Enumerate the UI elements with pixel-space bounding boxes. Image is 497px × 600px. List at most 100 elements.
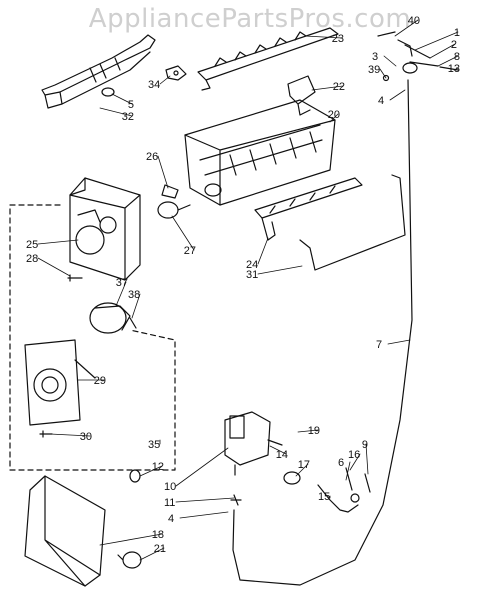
assembly-boundary-dashed <box>9 204 176 471</box>
callout-leader-17 <box>295 463 309 477</box>
part-mold-heater <box>287 75 316 116</box>
callout-leader-20 <box>329 113 339 123</box>
callout-leader-18 <box>99 533 163 546</box>
callout-label-27: 27 <box>184 245 196 257</box>
part-shutoff-arm <box>299 174 406 271</box>
callout-leader-27 <box>171 215 195 251</box>
callout-leader-38 <box>131 293 141 319</box>
callout-label-20: 20 <box>328 109 340 121</box>
callout-label-38: 38 <box>128 289 140 301</box>
callout-label-39: 39 <box>368 64 380 76</box>
part-knob <box>117 551 142 569</box>
callout-leader-8 <box>437 55 459 67</box>
part-fill-cup-bracket <box>41 34 156 109</box>
callout-leader-6 <box>345 461 351 481</box>
callout-label-1: 1 <box>454 27 460 39</box>
callout-leader-4a <box>389 89 406 101</box>
callout-leader-30 <box>49 433 91 437</box>
callout-label-30: 30 <box>80 431 92 443</box>
callout-leader-7 <box>387 339 411 345</box>
callout-label-4a: 4 <box>378 95 384 107</box>
callout-label-21: 21 <box>154 543 166 555</box>
callout-label-7: 7 <box>376 339 382 351</box>
callout-leader-14 <box>269 445 287 455</box>
callout-label-31: 31 <box>246 269 258 281</box>
callout-leader-9 <box>365 443 369 475</box>
part-valve-nut <box>230 494 242 506</box>
callout-label-9: 9 <box>362 439 368 451</box>
callout-leader-40 <box>394 19 419 37</box>
part-shaft-coupler <box>157 184 191 219</box>
callout-leader-37 <box>115 281 127 307</box>
callout-label-4b: 4 <box>168 513 174 525</box>
callout-label-2: 2 <box>451 39 457 51</box>
callout-label-22: 22 <box>333 81 345 93</box>
callout-leader-12 <box>139 465 163 477</box>
callout-leader-25 <box>37 239 79 245</box>
part-cover <box>24 475 106 587</box>
callout-leader-4b <box>179 511 229 519</box>
callout-leader-28 <box>37 257 71 277</box>
callout-leader-31 <box>257 265 303 275</box>
callout-leader-3 <box>383 55 397 67</box>
watermark: AppliancePartsPros.com <box>88 4 412 34</box>
part-fill-tube <box>232 79 413 586</box>
part-grommet <box>129 469 141 483</box>
callout-label-14: 14 <box>276 449 288 461</box>
callout-label-17: 17 <box>298 459 310 471</box>
callout-label-18: 18 <box>152 529 164 541</box>
callout-leader-16 <box>349 453 361 471</box>
callout-leader-11 <box>175 497 235 503</box>
callout-leader-19 <box>297 429 319 433</box>
callout-leader-39 <box>379 68 387 79</box>
callout-label-25: 25 <box>26 239 38 251</box>
callout-label-11: 11 <box>164 497 175 509</box>
callout-leader-10 <box>175 447 229 487</box>
callout-leader-21 <box>139 547 165 561</box>
callout-label-12: 12 <box>152 461 164 473</box>
callout-label-16: 16 <box>348 449 360 461</box>
callout-label-34: 34 <box>148 79 160 91</box>
callout-label-26: 26 <box>146 151 158 163</box>
callout-label-37: 37 <box>116 277 128 289</box>
part-ejector <box>197 27 339 91</box>
callout-label-3: 3 <box>372 51 378 63</box>
callout-label-5: 5 <box>128 99 134 111</box>
callout-label-35: 35 <box>148 439 160 451</box>
part-motor <box>89 302 131 334</box>
callout-leader-24 <box>257 237 269 265</box>
callout-leader-26 <box>157 155 169 189</box>
callout-label-13: 13 <box>448 63 460 75</box>
part-ice-mold <box>184 99 336 206</box>
part-control-housing <box>69 177 141 281</box>
callout-label-8: 8 <box>454 51 460 63</box>
part-water-fitting <box>377 31 459 82</box>
callout-leader-13 <box>453 67 459 71</box>
part-stripper <box>254 177 363 241</box>
callout-leaders <box>37 19 459 561</box>
callout-label-32: 32 <box>122 111 134 123</box>
callout-label-28: 28 <box>26 253 38 265</box>
callout-leader-34 <box>159 75 171 85</box>
callout-leader-23 <box>304 35 343 39</box>
part-water-valve <box>224 411 283 476</box>
callout-label-24: 24 <box>246 259 258 271</box>
part-screw-38 <box>129 317 137 329</box>
part-valve-fittings <box>283 467 371 513</box>
callout-label-40: 40 <box>408 15 420 27</box>
callout-label-29: 29 <box>94 375 106 387</box>
callout-leader-32 <box>99 107 133 117</box>
part-support-plate <box>24 339 96 426</box>
callout-leader-22 <box>311 85 344 91</box>
callout-label-23: 23 <box>332 33 344 45</box>
callout-label-6: 6 <box>338 457 344 469</box>
callout-label-19: 19 <box>308 425 320 437</box>
callout-label-10: 10 <box>164 481 176 493</box>
callout-leader-2 <box>429 43 456 59</box>
callout-label-15: 15 <box>318 491 330 503</box>
callout-leader-5 <box>111 93 133 105</box>
part-clip <box>165 65 187 81</box>
callout-leader-1 <box>414 31 459 51</box>
